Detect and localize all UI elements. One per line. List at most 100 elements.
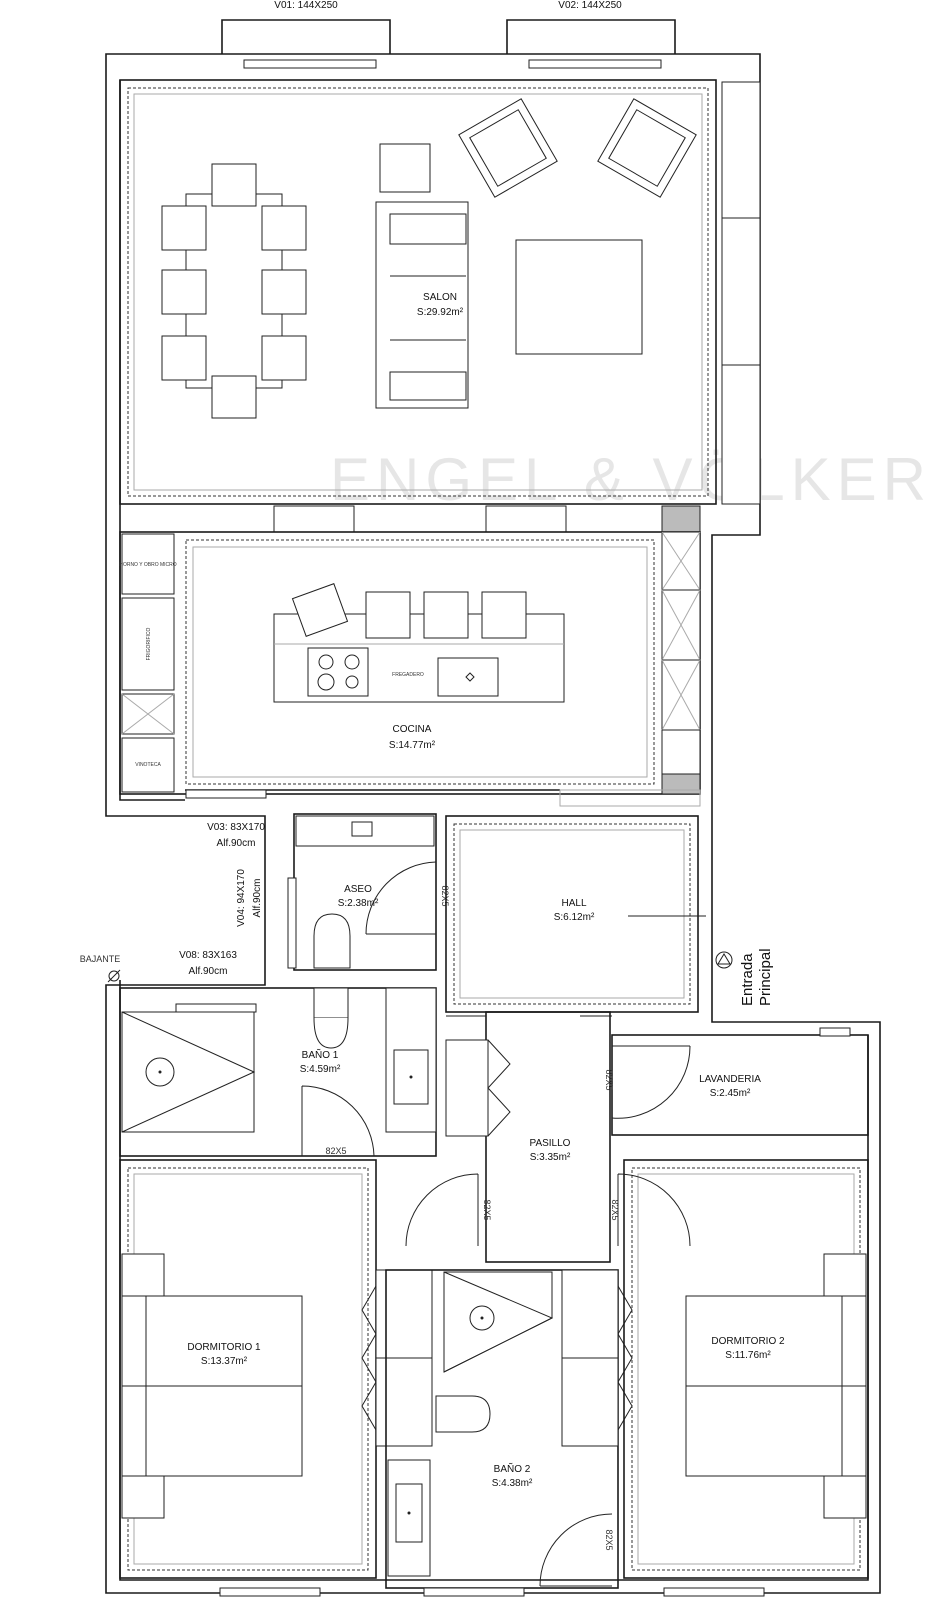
room-name-aseo: ASEO <box>344 884 372 895</box>
bar-stool <box>365 591 411 639</box>
window-v01[interactable] <box>243 59 377 69</box>
room-name-bano1: BAÑO 1 <box>302 1048 339 1061</box>
room-area-aseo: S:2.38m² <box>338 898 379 909</box>
armchair <box>597 98 697 198</box>
window-v02[interactable] <box>528 59 662 69</box>
window-v03[interactable] <box>185 789 267 799</box>
room-area-dormitorio1: S:13.37m² <box>201 1356 248 1367</box>
bano1-door[interactable] <box>301 1085 375 1157</box>
bano2-toilet <box>435 1395 491 1433</box>
window-lavanderia[interactable] <box>819 1027 851 1037</box>
window-label-v04: V04: 94X170 <box>236 869 247 927</box>
nightstand <box>823 1475 867 1519</box>
door-label-bano1: 82X5 <box>325 1146 346 1156</box>
appliance-label-vinoteca: VINOTECA <box>135 762 161 768</box>
nightstand <box>121 1475 165 1519</box>
dining-chair <box>161 335 207 381</box>
window-label-v08-sill: Alf.90cm <box>189 966 228 977</box>
room-area-dormitorio2: S:11.76m² <box>725 1350 771 1361</box>
room-name-pasillo: PASILLO <box>530 1138 571 1149</box>
side-table <box>379 143 431 193</box>
pillar <box>485 505 567 533</box>
window-dormitorio1[interactable] <box>219 1587 321 1597</box>
room-area-pasillo: S:3.35m² <box>530 1152 571 1163</box>
door-label-lavanderia: 82X5 <box>604 1069 614 1090</box>
watermark: ENGEL & VÖLKERS <box>330 446 934 513</box>
appliance-label-frigo: FRIGORIFICO <box>146 628 152 661</box>
bajante-label: BAJANTE <box>80 954 121 964</box>
tall-unit-fridge <box>121 597 175 691</box>
room-name-bano2: BAÑO 2 <box>494 1462 531 1475</box>
room-area-cocina: S:14.77m² <box>389 740 436 751</box>
window-label-v01: V01: 144X250 <box>274 0 338 11</box>
lavanderia-door[interactable] <box>611 1045 691 1119</box>
pasillo-wardrobe <box>445 1039 489 1137</box>
room-name-dormitorio2: DORMITORIO 2 <box>711 1336 785 1347</box>
dining-chair <box>161 205 207 251</box>
salon-room <box>119 79 717 505</box>
window-label-v08: V08: 83X163 <box>179 950 237 961</box>
entrance-label-2: Principal <box>757 948 774 1006</box>
bano2-shower <box>443 1271 553 1373</box>
bar-stool <box>481 591 527 639</box>
aseo-toilet <box>313 913 351 969</box>
room-name-lavanderia: LAVANDERIA <box>699 1074 761 1085</box>
bano1-toilet <box>313 987 349 1019</box>
window-bano2[interactable] <box>423 1587 525 1597</box>
dining-chair <box>261 269 307 315</box>
window-v04[interactable] <box>287 877 297 969</box>
nightstand <box>121 1253 165 1297</box>
lavanderia-room <box>611 1034 869 1136</box>
sofa <box>375 201 469 409</box>
armchair <box>458 98 558 198</box>
outer-wall <box>105 53 881 1594</box>
salon-rug <box>127 87 709 497</box>
window-dormitorio2[interactable] <box>663 1587 765 1597</box>
door-label-aseo: 82X5 <box>440 885 450 906</box>
room-name-hall: HALL <box>561 898 586 909</box>
tall-unit-wine <box>121 737 175 793</box>
room-name-dormitorio1: DORMITORIO 1 <box>187 1342 261 1353</box>
bano2-door[interactable] <box>539 1513 613 1587</box>
pillar <box>273 505 355 533</box>
bar-stool <box>423 591 469 639</box>
window-label-v02: V02: 144X250 <box>558 0 622 11</box>
window-label-v03-sill: Alf.90cm <box>217 838 256 849</box>
door-label-dormitorio2: 82X5 <box>610 1199 620 1220</box>
bano2-vanity <box>387 1459 431 1577</box>
pantry-column <box>661 531 701 795</box>
dormitorio1-door[interactable] <box>405 1173 479 1247</box>
coffee-table <box>515 239 643 355</box>
entrance-marker <box>715 951 733 969</box>
room-area-bano1: S:4.59m² <box>300 1064 341 1075</box>
bay-window-v02 <box>506 19 676 54</box>
room-name-salon: SALON <box>423 292 457 303</box>
column-hatched <box>661 505 701 533</box>
room-area-bano2: S:4.38m² <box>492 1478 533 1489</box>
appliance-label-horno: HORNO Y OBRO MICRO <box>119 562 176 568</box>
entrance-label: Entrada <box>739 953 756 1006</box>
window-label-v04-sill: Alf.90cm <box>252 879 263 918</box>
shower-tray <box>121 1011 255 1133</box>
tall-unit-oven <box>121 533 175 595</box>
pasillo-room <box>485 1011 611 1263</box>
dining-chair <box>161 269 207 315</box>
room-area-salon: S:29.92m² <box>417 307 464 318</box>
aseo-door[interactable] <box>365 861 437 935</box>
window-v08[interactable] <box>175 1003 257 1013</box>
nightstand <box>823 1253 867 1297</box>
bajante-pipe <box>108 970 120 982</box>
room-area-hall: S:6.12m² <box>554 912 595 923</box>
cooktop <box>307 647 369 697</box>
dormitorio2-door[interactable] <box>617 1173 691 1247</box>
sink <box>437 657 499 697</box>
room-area-lavanderia: S:2.45m² <box>710 1088 751 1099</box>
room-name-cocina: COCINA <box>393 724 432 735</box>
dining-chair <box>211 163 257 207</box>
bay-window-v01 <box>221 19 391 54</box>
door-label-bano2: 82X5 <box>604 1529 614 1550</box>
dining-chair <box>261 335 307 381</box>
dining-chair <box>261 205 307 251</box>
aseo-vanity <box>295 815 435 847</box>
